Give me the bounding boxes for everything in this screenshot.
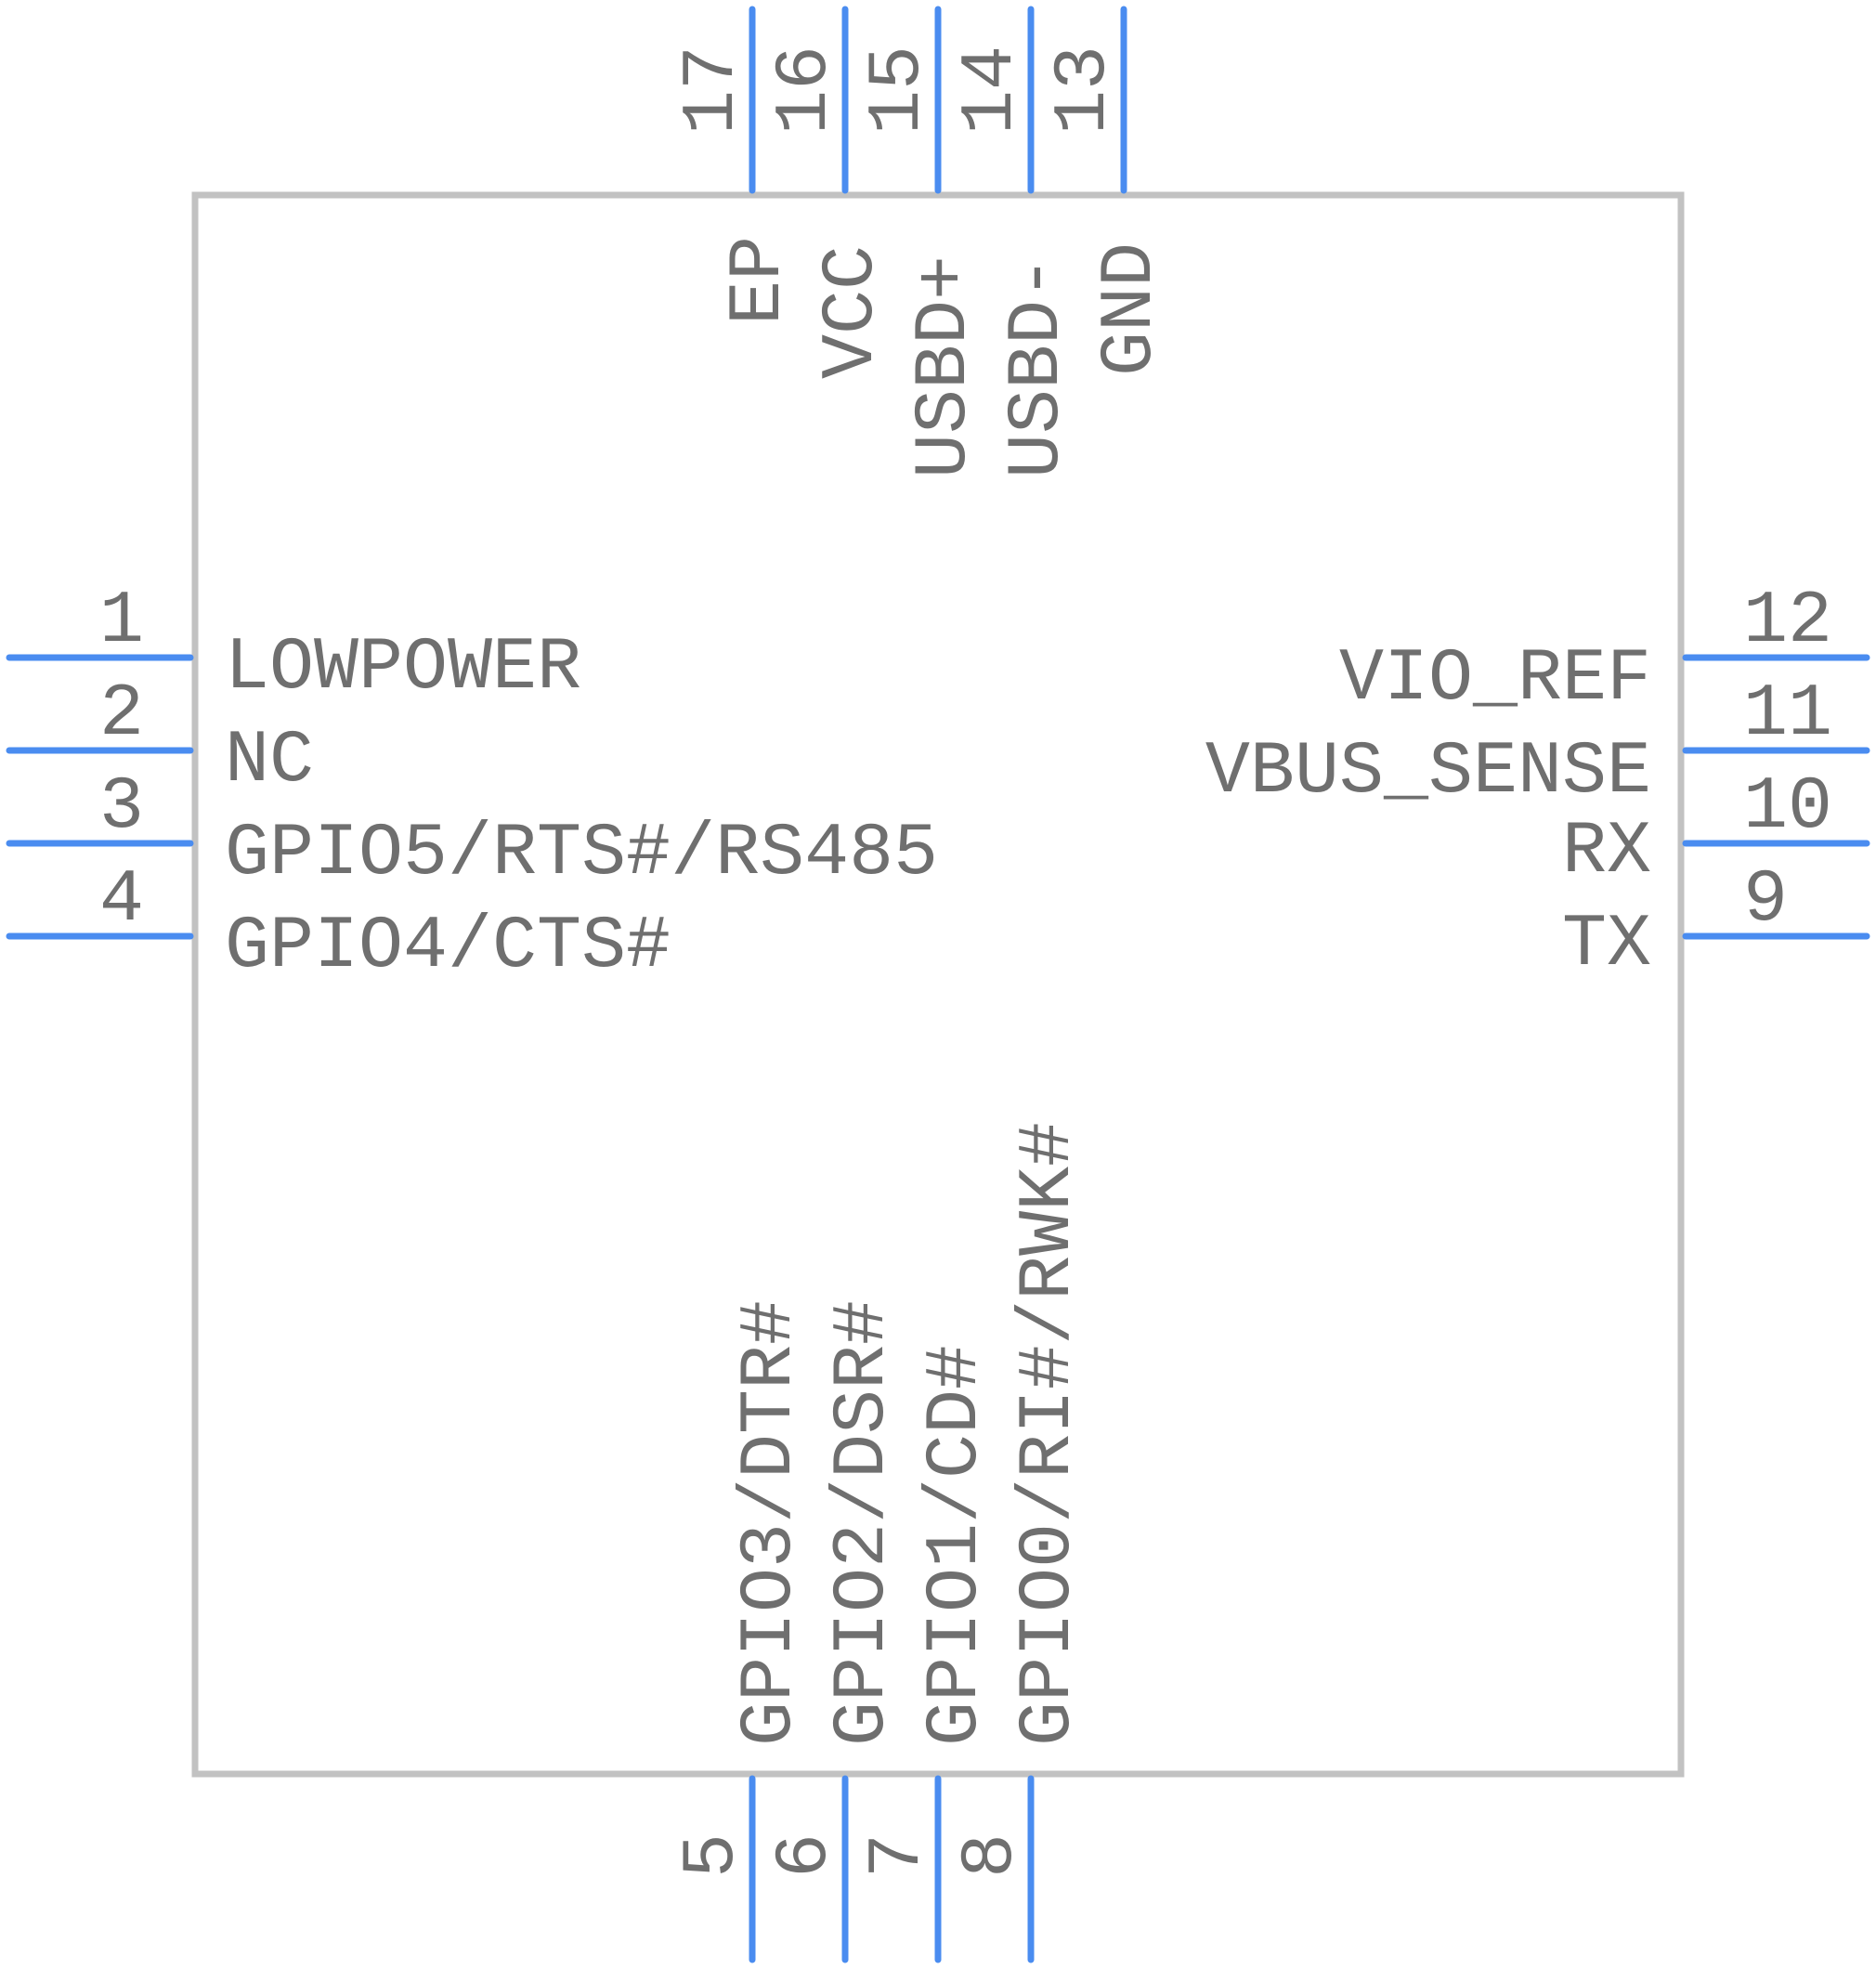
pin-name: NC (225, 719, 314, 803)
right-pin-12: 12 VIO_REF (1339, 580, 1870, 722)
left-pin-4: 4 GPIO4/CTS# (6, 858, 671, 989)
pin-number: 5 (671, 1833, 755, 1878)
right-pin-11: 11 VBUS_SENSE (1205, 672, 1870, 815)
pin-number: 2 (99, 672, 144, 757)
pin-number: 13 (1042, 46, 1127, 135)
bottom-pin-group: 5 GPIO3/DTR# 6 GPIO2/DSR# 7 GPIO1/CD# 8 … (671, 1122, 1091, 1963)
pin-number: 11 (1743, 672, 1832, 757)
pin-name: GND (1088, 242, 1173, 376)
pin-name: RX (1562, 810, 1651, 894)
pin-name: GPIO5/RTS#/RS485 (225, 812, 938, 896)
pin-number: 3 (99, 765, 144, 850)
ic-body (191, 191, 1685, 1778)
pin-name: GPIO2/DSR# (821, 1300, 905, 1746)
right-pin-group: 12 VIO_REF 11 VBUS_SENSE 10 RX 9 TX (1205, 580, 1870, 987)
pin-name: GPIO4/CTS# (225, 905, 671, 989)
pin-number: 1 (99, 580, 144, 664)
top-pin-17: 17 EP (671, 6, 801, 325)
left-pin-2: 2 NC (6, 672, 314, 803)
bottom-pin-8: 8 GPIO0/RI#/RWK# (949, 1122, 1091, 1963)
pin-number: 4 (99, 858, 144, 943)
right-pin-9: 9 TX (1562, 858, 1870, 987)
top-pin-15: 15 USBD+ (856, 6, 987, 478)
pin-name: USBD- (996, 255, 1080, 478)
pin-name: GPIO0/RI#/RWK# (1007, 1122, 1091, 1746)
top-pin-14: 14 USBD- (949, 6, 1080, 478)
pin-name: GPIO1/CD# (914, 1345, 998, 1746)
top-pin-16: 16 VCC (763, 6, 894, 379)
pin-name: VIO_REF (1339, 637, 1651, 722)
pin-name: VCC (810, 245, 894, 379)
pin-number: 12 (1743, 580, 1832, 664)
bottom-pin-7: 7 GPIO1/CD# (856, 1345, 998, 1963)
pin-name: EP (717, 236, 801, 325)
pin-number: 9 (1743, 858, 1788, 943)
left-pin-group: 1 LOWPOWER 2 NC 3 GPIO5/RTS#/RS485 4 GPI… (6, 580, 938, 989)
pin-number: 16 (763, 46, 848, 135)
left-pin-3: 3 GPIO5/RTS#/RS485 (6, 765, 938, 896)
pin-name: VBUS_SENSE (1205, 730, 1651, 815)
pin-number: 17 (671, 46, 755, 135)
left-pin-1: 1 LOWPOWER (6, 580, 581, 711)
pin-number: 15 (856, 46, 941, 135)
pin-name: USBD+ (903, 255, 987, 478)
pin-number: 8 (949, 1833, 1034, 1878)
bottom-pin-6: 6 GPIO2/DSR# (763, 1300, 905, 1963)
pin-name: TX (1562, 903, 1651, 987)
pin-number: 14 (949, 46, 1034, 135)
pin-name: GPIO3/DTR# (728, 1300, 813, 1746)
pin-number: 6 (763, 1833, 848, 1878)
pin-number: 7 (856, 1833, 941, 1878)
pin-number: 10 (1743, 765, 1832, 850)
pin-name: LOWPOWER (225, 626, 581, 711)
top-pin-group: 17 EP 16 VCC 15 USBD+ 14 USBD- 13 GND (671, 6, 1173, 478)
bottom-pin-5: 5 GPIO3/DTR# (671, 1300, 813, 1963)
right-pin-10: 10 RX (1562, 765, 1870, 894)
top-pin-13: 13 GND (1042, 6, 1173, 376)
